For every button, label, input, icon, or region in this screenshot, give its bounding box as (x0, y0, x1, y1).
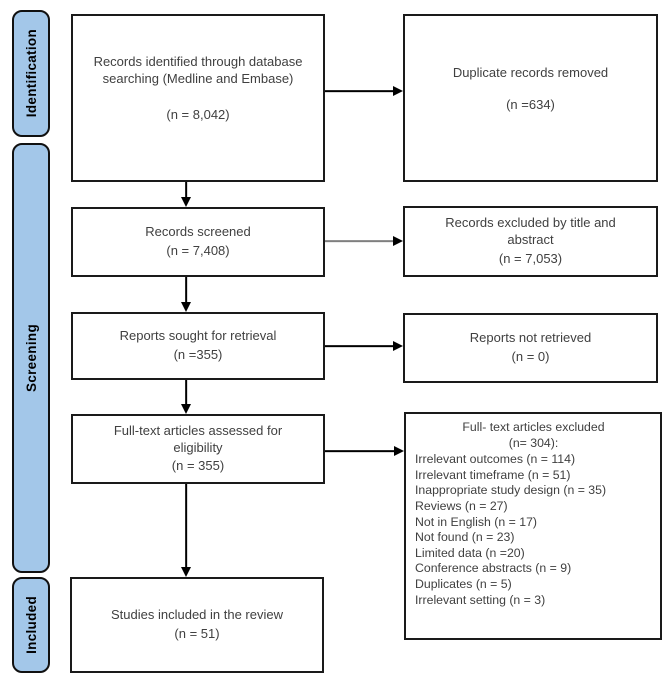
box-records-identified: Records identified through database sear… (71, 14, 325, 182)
box-fulltext-assessed-label: Full-text articles assessed for eligibil… (113, 422, 283, 455)
box-fulltext-assessed-count: (n = 355) (171, 458, 225, 474)
stage-included: Included (12, 577, 50, 673)
arrow-fulltext-to-excluded (325, 445, 404, 457)
stage-included-label: Included (23, 596, 39, 654)
box-reports-sought-count: (n =355) (173, 347, 223, 362)
stage-screening: Screening (12, 143, 50, 573)
exclusion-reason: Duplicates (n = 5) (415, 577, 512, 592)
box-reports-not-retrieved-label: Reports not retrieved (469, 330, 592, 346)
arrow-fulltext-to-included (180, 484, 192, 577)
box-excluded-title-abstract-count: (n = 7,053) (498, 250, 563, 266)
exclusion-reason: Not found (n = 23) (415, 530, 515, 545)
box-reports-not-retrieved: Reports not retrieved (n = 0) (403, 313, 658, 383)
box-fulltext-excluded-count: (n= 304): (508, 435, 559, 450)
stage-identification-label: Identification (23, 29, 39, 118)
box-reports-not-retrieved-count: (n = 0) (511, 349, 550, 364)
exclusion-reason: Irrelevant setting (n = 3) (415, 592, 546, 607)
exclusion-reason: Conference abstracts (n = 9) (415, 561, 572, 576)
box-records-screened: Records screened (n = 7,408) (71, 207, 325, 277)
arrow-screened-to-excluded (325, 235, 403, 247)
box-fulltext-excluded-label: Full- text articles excluded (462, 420, 605, 434)
exclusion-reason: Limited data (n =20) (415, 545, 525, 560)
arrow-screened-to-sought (180, 277, 192, 312)
box-reports-sought-label: Reports sought for retrieval (119, 328, 277, 344)
box-studies-included: Studies included in the review (n = 51) (70, 577, 324, 673)
box-records-screened-count: (n = 7,408) (166, 243, 230, 258)
box-duplicates-removed-label: Duplicate records removed (452, 64, 609, 80)
box-studies-included-count: (n = 51) (174, 626, 220, 641)
stage-screening-label: Screening (23, 324, 39, 392)
box-records-identified-count: (n = 8,042) (166, 107, 230, 123)
box-excluded-title-abstract: Records excluded by title and abstract (… (403, 206, 658, 277)
exclusion-reason: Irrelevant timeframe (n = 51) (415, 467, 571, 482)
arrow-sought-to-not-retrieved (325, 340, 403, 352)
box-fulltext-assessed: Full-text articles assessed for eligibil… (71, 414, 325, 484)
box-fulltext-excluded: Full- text articles excluded (n= 304): I… (404, 412, 662, 640)
exclusion-reason: Inappropriate study design (n = 35) (415, 483, 607, 498)
box-duplicates-removed-count: (n =634) (506, 96, 555, 112)
exclusion-reason-list: Irrelevant outcomes (n = 114)Irrelevant … (415, 452, 652, 608)
stage-identification: Identification (12, 10, 50, 137)
exclusion-reason: Irrelevant outcomes (n = 114) (415, 452, 576, 467)
box-records-screened-label: Records screened (145, 224, 251, 240)
exclusion-reason: Not in English (n = 17) (415, 514, 538, 529)
box-excluded-title-abstract-label: Records excluded by title and abstract (445, 215, 616, 248)
arrow-identified-to-duplicates (325, 85, 403, 97)
box-studies-included-label: Studies included in the review (111, 607, 283, 623)
arrow-identified-to-screened (180, 182, 192, 207)
arrow-sought-to-fulltext (180, 380, 192, 414)
exclusion-reason: Reviews (n = 27) (415, 499, 508, 514)
box-duplicates-removed: Duplicate records removed (n =634) (403, 14, 658, 182)
box-reports-sought: Reports sought for retrieval (n =355) (71, 312, 325, 380)
box-records-identified-label: Records identified through database sear… (93, 53, 303, 86)
